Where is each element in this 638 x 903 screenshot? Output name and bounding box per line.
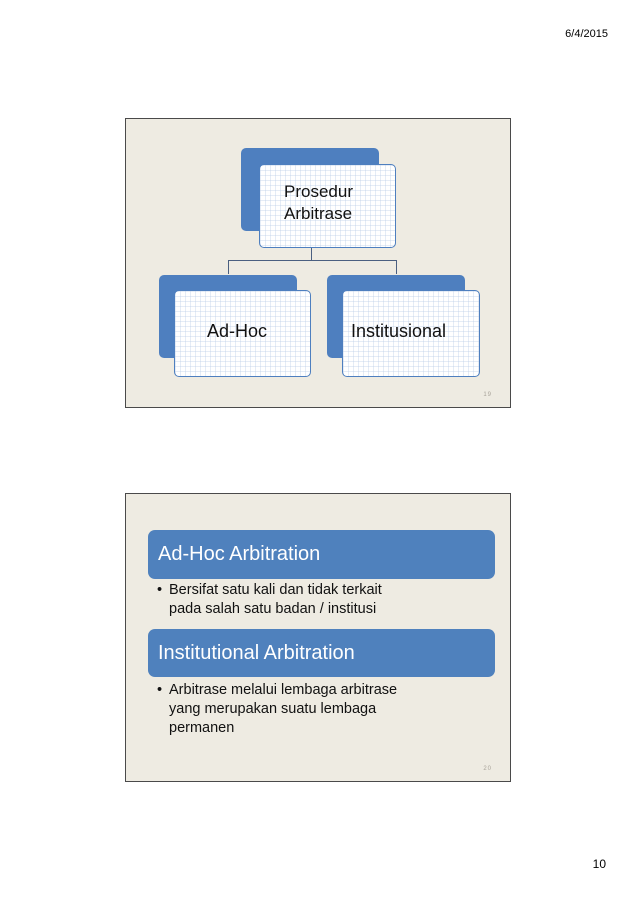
slide-arbitration-types: Ad-Hoc Arbitration • Bersifat satu kali … (125, 493, 511, 782)
slide-number: 19 (483, 392, 492, 398)
bullet-line: yang merupakan suatu lembaga (169, 701, 377, 717)
bullet-dot: • (157, 582, 163, 598)
bullet-line: Bersifat satu kali dan tidak terkait (169, 582, 382, 598)
slide-prosedur-arbitrase: Prosedur Arbitrase Ad-Hoc Institusional … (125, 118, 511, 408)
bullet-line: Arbitrase melalui lembaga arbitrase (169, 682, 398, 698)
page-number: 10 (592, 857, 606, 871)
right-node-label: Institusional (351, 321, 447, 341)
bullet-text-institutional: Arbitrase melalui lembaga arbitrase yang… (169, 681, 397, 738)
root-node-line-1: Prosedur (284, 182, 353, 201)
connector-vertical-right (396, 260, 397, 274)
bullet-dot: • (157, 682, 163, 698)
right-node: Institusional (342, 290, 480, 377)
bullet-line: permanen (169, 720, 235, 736)
root-node-line-2: Arbitrase (284, 204, 353, 223)
section-title-adhoc: Ad-Hoc Arbitration (148, 530, 495, 579)
bullet-adhoc: • Bersifat satu kali dan tidak terkait p… (157, 581, 487, 619)
connector-vertical-root (311, 248, 312, 260)
connector-vertical-left (228, 260, 229, 274)
slide-number: 20 (483, 766, 492, 772)
left-node-label: Ad-Hoc (207, 321, 268, 341)
section-title-institutional: Institutional Arbitration (148, 629, 495, 677)
bullet-text-adhoc: Bersifat satu kali dan tidak terkait pad… (169, 581, 382, 619)
connector-horizontal (228, 260, 396, 261)
page-date: 6/4/2015 (565, 28, 608, 40)
bullet-line: pada salah satu badan / institusi (169, 601, 377, 617)
root-node: Prosedur Arbitrase (259, 164, 396, 248)
left-node: Ad-Hoc (174, 290, 311, 377)
bullet-institutional: • Arbitrase melalui lembaga arbitrase ya… (157, 681, 487, 738)
